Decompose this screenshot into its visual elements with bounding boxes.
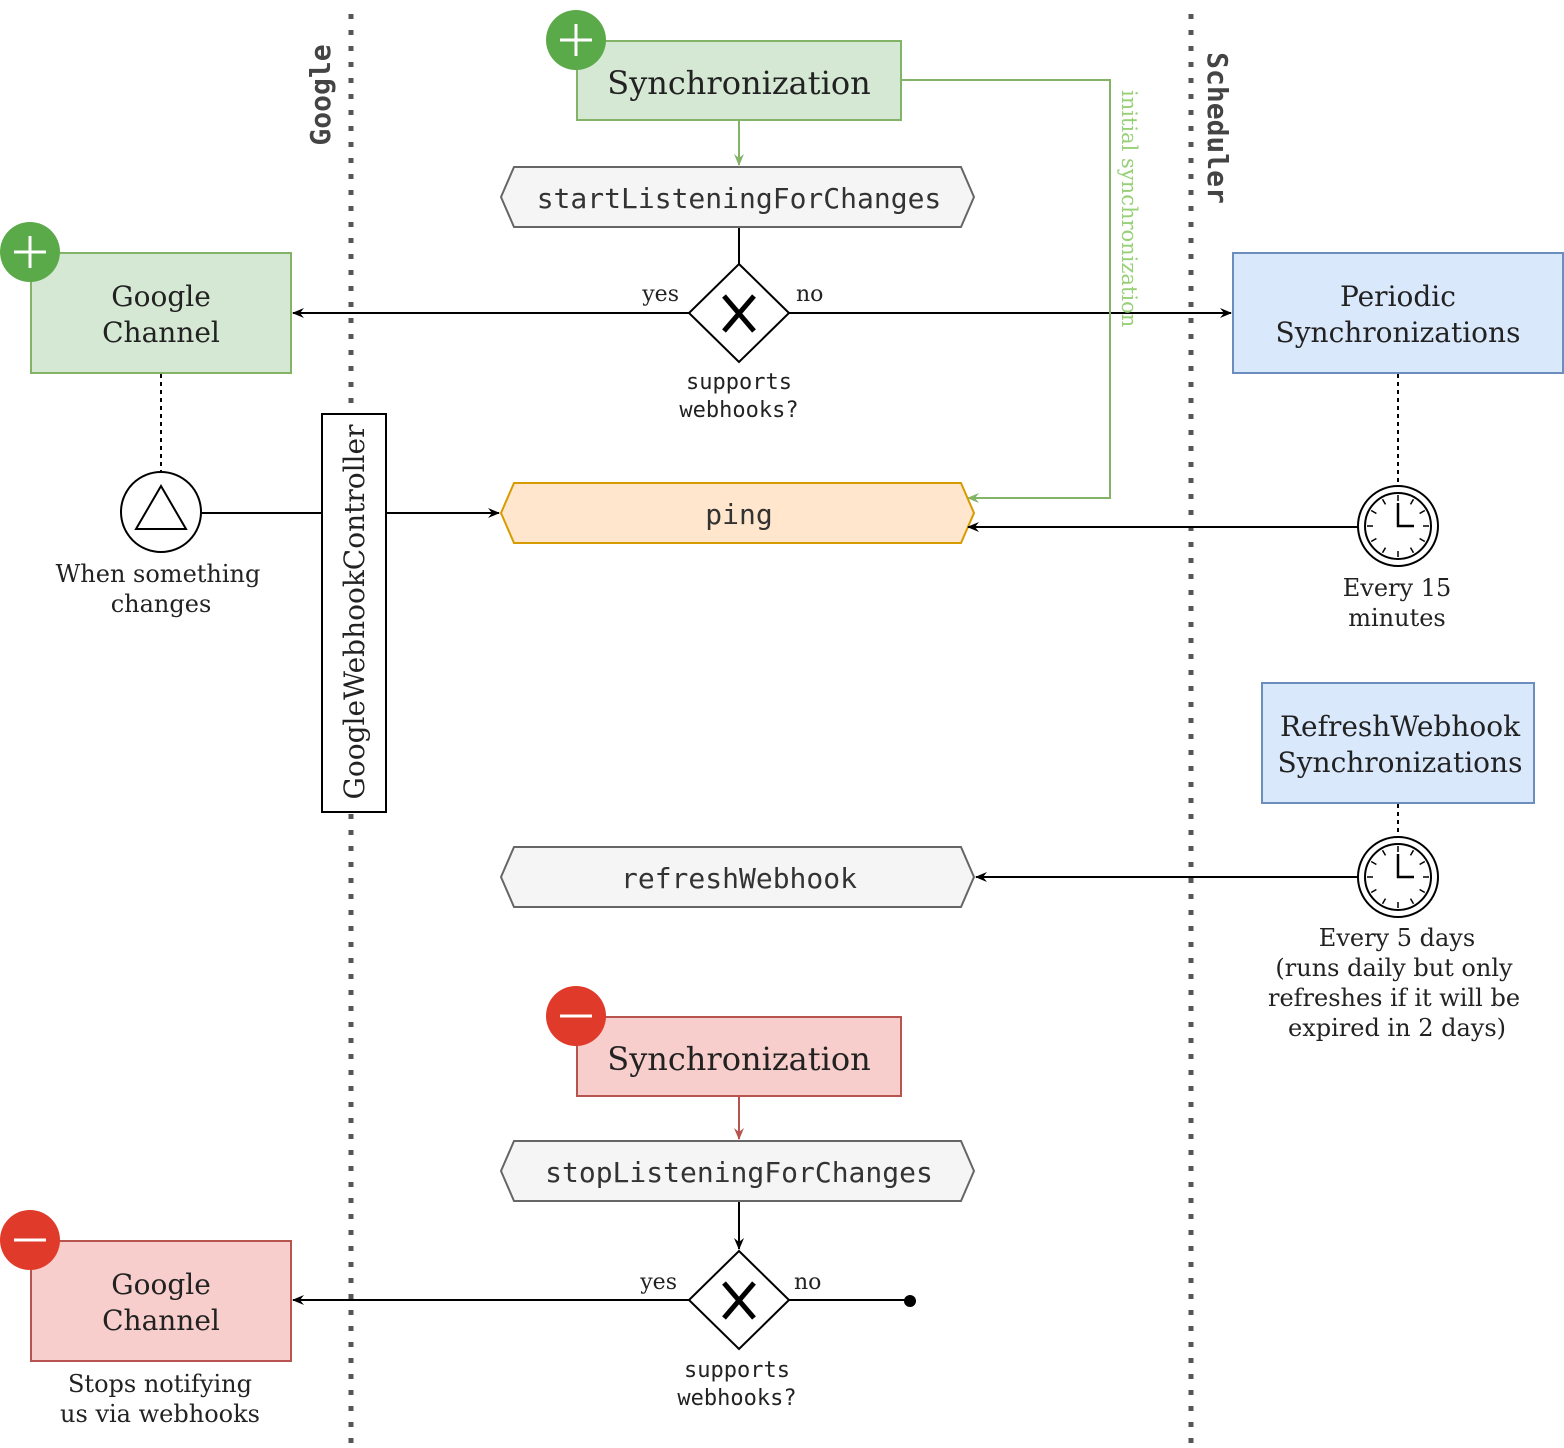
every5-caption-line4: expired in 2 days)	[1288, 1014, 1506, 1042]
google-channel-create-box[interactable]	[30, 252, 292, 374]
trigger-caption-line2: changes	[111, 590, 212, 618]
ping-label: ping	[705, 498, 772, 531]
every5-caption-line1: Every 5 days	[1319, 924, 1475, 952]
stop-gateway-question-line1: supports	[684, 1358, 790, 1383]
timer-clock-icon	[1357, 485, 1439, 567]
google-lane-label: Google	[304, 44, 337, 145]
add-badge-icon	[0, 222, 60, 282]
arrow-initial-synchronization	[902, 79, 1111, 503]
stop-synchronization-box[interactable]	[576, 1016, 902, 1097]
ping-node[interactable]	[499, 482, 976, 544]
google-channel-remove-box[interactable]	[30, 1240, 292, 1362]
stop-synchronization-label: Synchronization	[607, 1040, 870, 1078]
periodic-synchronizations-box[interactable]	[1232, 252, 1564, 374]
gateway-exclusive-icon	[687, 1249, 791, 1351]
google-channel-remove-line1: Google	[111, 1268, 211, 1301]
google-channel-create-line2: Channel	[102, 316, 220, 349]
trigger-caption-line1: When something	[56, 560, 261, 588]
remove-badge-icon	[546, 986, 606, 1046]
stop-yes-label: yes	[639, 1270, 677, 1295]
add-badge-icon	[546, 10, 606, 70]
refresh-webhook-synchronizations-box[interactable]	[1261, 682, 1535, 804]
google-webhook-controller-label: GoogleWebhookController	[338, 424, 371, 800]
gateway-exclusive-icon	[687, 262, 791, 364]
scheduler-lane-label: Scheduler	[1201, 52, 1234, 204]
stop-listening-label: stopListeningForChanges	[545, 1156, 933, 1189]
every15-caption-line2: minutes	[1348, 604, 1446, 632]
stop-listening-node[interactable]	[499, 1140, 976, 1202]
every5-caption-line3: refreshes if it will be	[1268, 984, 1520, 1012]
every5-caption-line2: (runs daily but only	[1275, 954, 1513, 982]
stops-caption-line2: us via webhooks	[60, 1400, 260, 1428]
stop-gateway-question-line2: webhooks?	[677, 1386, 796, 1411]
every15-caption-line1: Every 15	[1343, 574, 1451, 602]
periodic-synchronizations-line1: Periodic	[1340, 280, 1456, 313]
gateway-question-line2: webhooks?	[679, 398, 798, 423]
stops-caption-line1: Stops notifying	[68, 1370, 252, 1398]
start-synchronization-label: Synchronization	[607, 64, 870, 102]
google-channel-remove-line2: Channel	[102, 1304, 220, 1337]
signal-triangle-icon	[120, 471, 202, 553]
timer-clock-icon	[1357, 836, 1439, 918]
stop-no-label: no	[794, 1270, 821, 1295]
gateway-question-line1: supports	[686, 370, 792, 395]
initial-synchronization-label: initial synchronization	[1117, 90, 1141, 327]
start-listening-node[interactable]	[499, 166, 976, 228]
google-channel-create-line1: Google	[111, 280, 211, 313]
refresh-webhook-syncs-line1: RefreshWebhook	[1280, 710, 1521, 743]
refresh-webhook-label: refreshWebhook	[621, 862, 857, 895]
refresh-webhook-node[interactable]	[499, 846, 976, 908]
end-dot-icon	[904, 1295, 916, 1307]
remove-badge-icon	[0, 1210, 60, 1270]
yes-label: yes	[641, 282, 679, 307]
no-label: no	[796, 282, 823, 307]
google-webhook-controller-box[interactable]	[321, 413, 387, 813]
start-listening-label: startListeningForChanges	[537, 182, 942, 215]
refresh-webhook-syncs-line2: Synchronizations	[1278, 746, 1523, 779]
periodic-synchronizations-line2: Synchronizations	[1276, 316, 1521, 349]
start-synchronization-box[interactable]	[576, 40, 902, 121]
